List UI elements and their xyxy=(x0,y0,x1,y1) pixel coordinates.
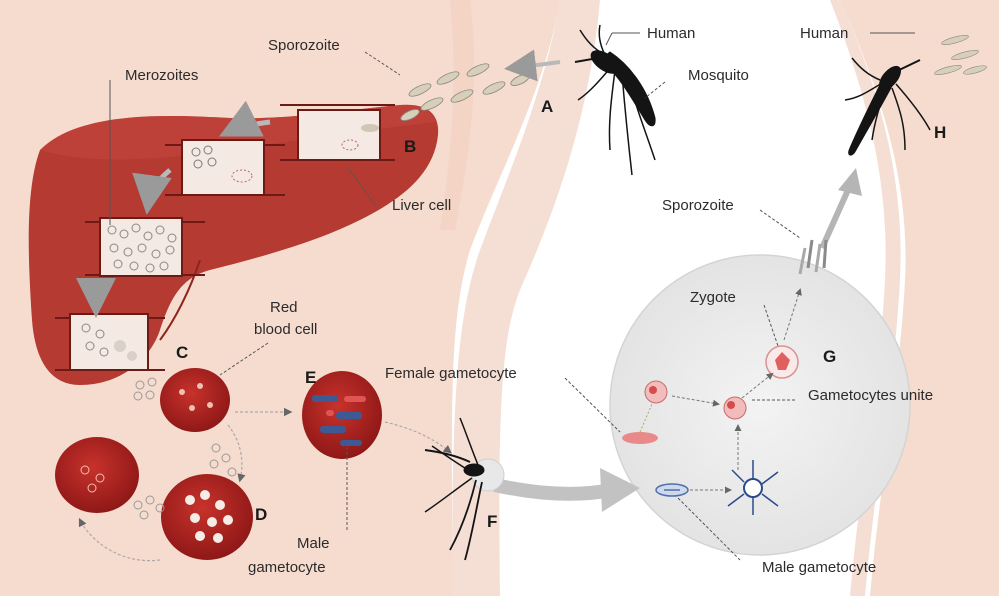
label-male-gametocyte-1: Male xyxy=(297,535,330,552)
stage-letter-e: E xyxy=(305,368,316,387)
liver-cell-c xyxy=(55,314,165,370)
stage-letter-h: H xyxy=(934,123,946,142)
rbc-d xyxy=(161,474,253,560)
label-mosquito: Mosquito xyxy=(688,67,749,84)
stage-letter-a: A xyxy=(541,97,553,116)
label-liver-cell: Liver cell xyxy=(392,197,451,214)
label-merozoites: Merozoites xyxy=(125,67,198,84)
stage-letter-c: C xyxy=(176,343,188,362)
stage-letter-f: F xyxy=(487,512,497,531)
label-red-blood-cell-1: Red xyxy=(270,299,298,316)
label-human-right: Human xyxy=(800,25,848,42)
label-female-gametocyte: Female gametocyte xyxy=(385,365,517,382)
label-red-blood-cell-2: blood cell xyxy=(254,321,317,338)
liver-cell-b xyxy=(280,105,395,160)
stage-letter-b: B xyxy=(404,137,416,156)
mosquito-gut-circle xyxy=(610,255,910,555)
label-sporozoite-top: Sporozoite xyxy=(268,37,340,54)
label-gametocytes-unite: Gametocytes unite xyxy=(808,387,933,404)
label-male-gametocyte-2: gametocyte xyxy=(248,559,326,576)
rbc-c xyxy=(160,368,230,432)
rbc-left xyxy=(55,437,139,513)
label-sporozoite-right: Sporozoite xyxy=(662,197,734,214)
label-male-gametocyte-bottom: Male gametocyte xyxy=(762,559,876,576)
label-human-left: Human xyxy=(647,25,695,42)
stage-letter-d: D xyxy=(255,505,267,524)
label-zygote: Zygote xyxy=(690,289,736,306)
stage-letter-g: G xyxy=(823,347,836,366)
